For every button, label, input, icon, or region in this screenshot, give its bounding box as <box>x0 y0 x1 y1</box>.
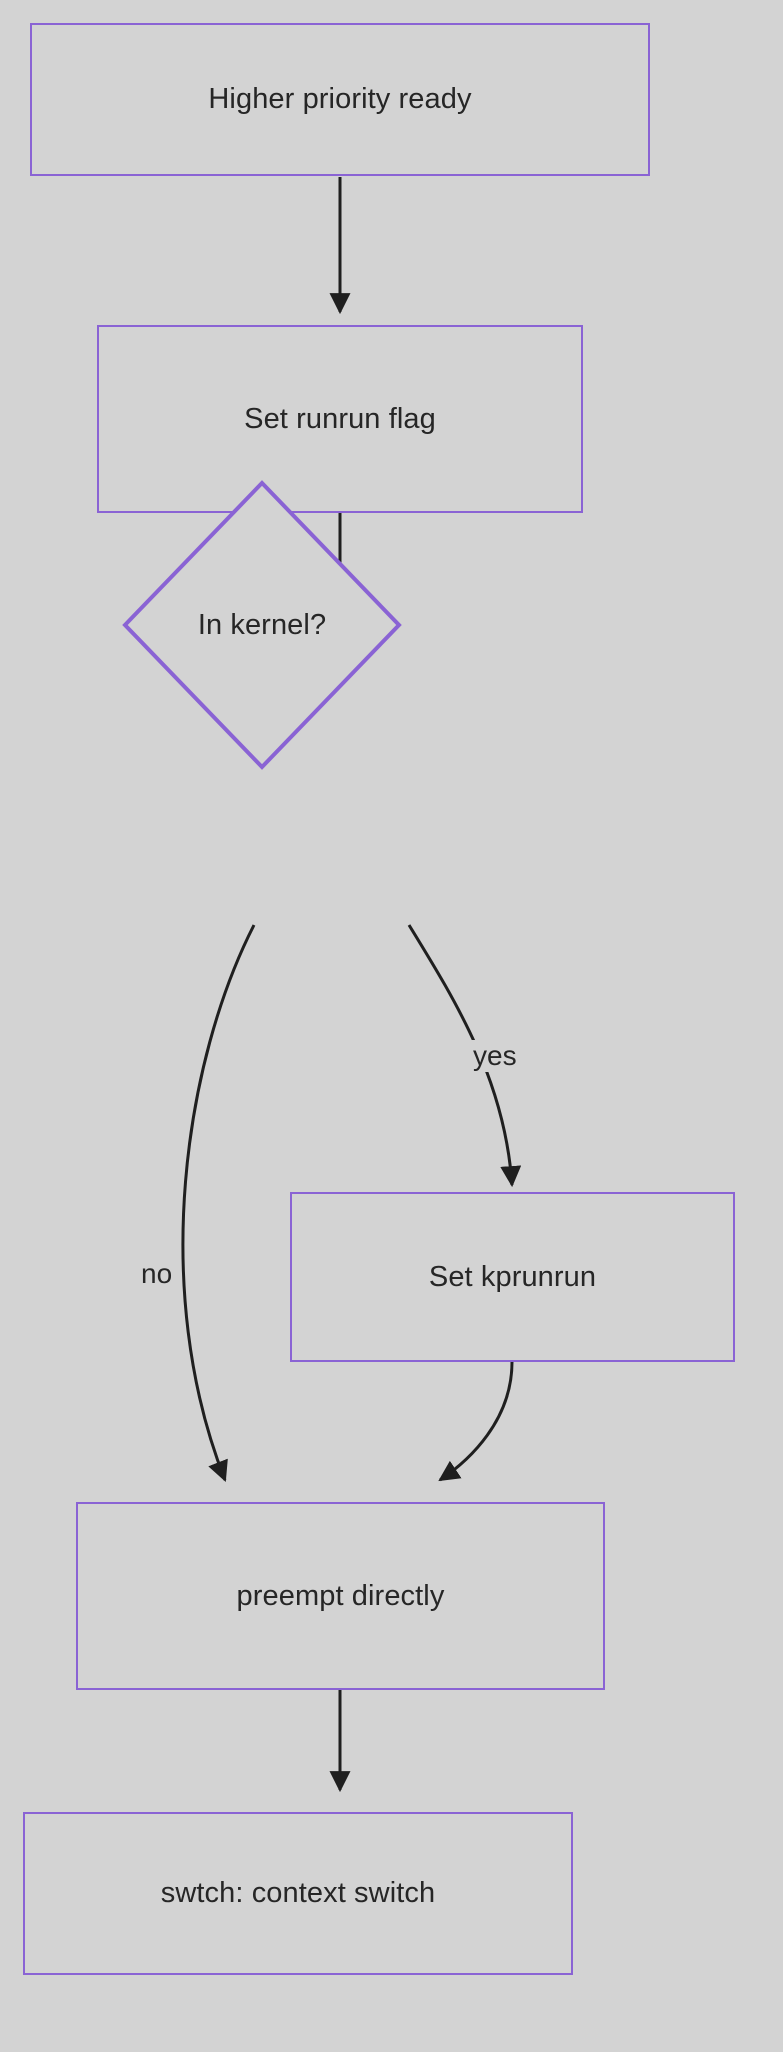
node-set-kprunrun[interactable]: Set kprunrun <box>290 1192 735 1362</box>
node-label-swtch-context-switch: swtch: context switch <box>160 1877 436 1910</box>
node-label-preempt-directly: preempt directly <box>236 1579 445 1612</box>
node-set-runrun-flag[interactable]: Set runrun flag <box>97 325 583 513</box>
node-label-set-kprunrun: Set kprunrun <box>428 1260 597 1293</box>
node-preempt-directly[interactable]: preempt directly <box>76 1502 605 1690</box>
edge-in-kernel-to-preempt-directly <box>181 924 256 1482</box>
node-swtch-context-switch[interactable]: swtch: context switch <box>23 1812 573 1975</box>
edge-label-no: no <box>138 1258 176 1290</box>
edge-set-kprunrun-to-preempt-directly <box>438 1361 514 1482</box>
node-in-kernel[interactable]: In kernel? <box>122 480 402 770</box>
diamond-shape-in-kernel <box>122 480 402 770</box>
node-label-higher-priority-ready: Higher priority ready <box>208 83 472 116</box>
node-label-set-runrun-flag: Set runrun flag <box>244 402 436 435</box>
edge-label-yes: yes <box>470 1040 520 1072</box>
node-higher-priority-ready[interactable]: Higher priority ready <box>30 23 650 176</box>
node-label-in-kernel: In kernel? <box>197 608 327 641</box>
